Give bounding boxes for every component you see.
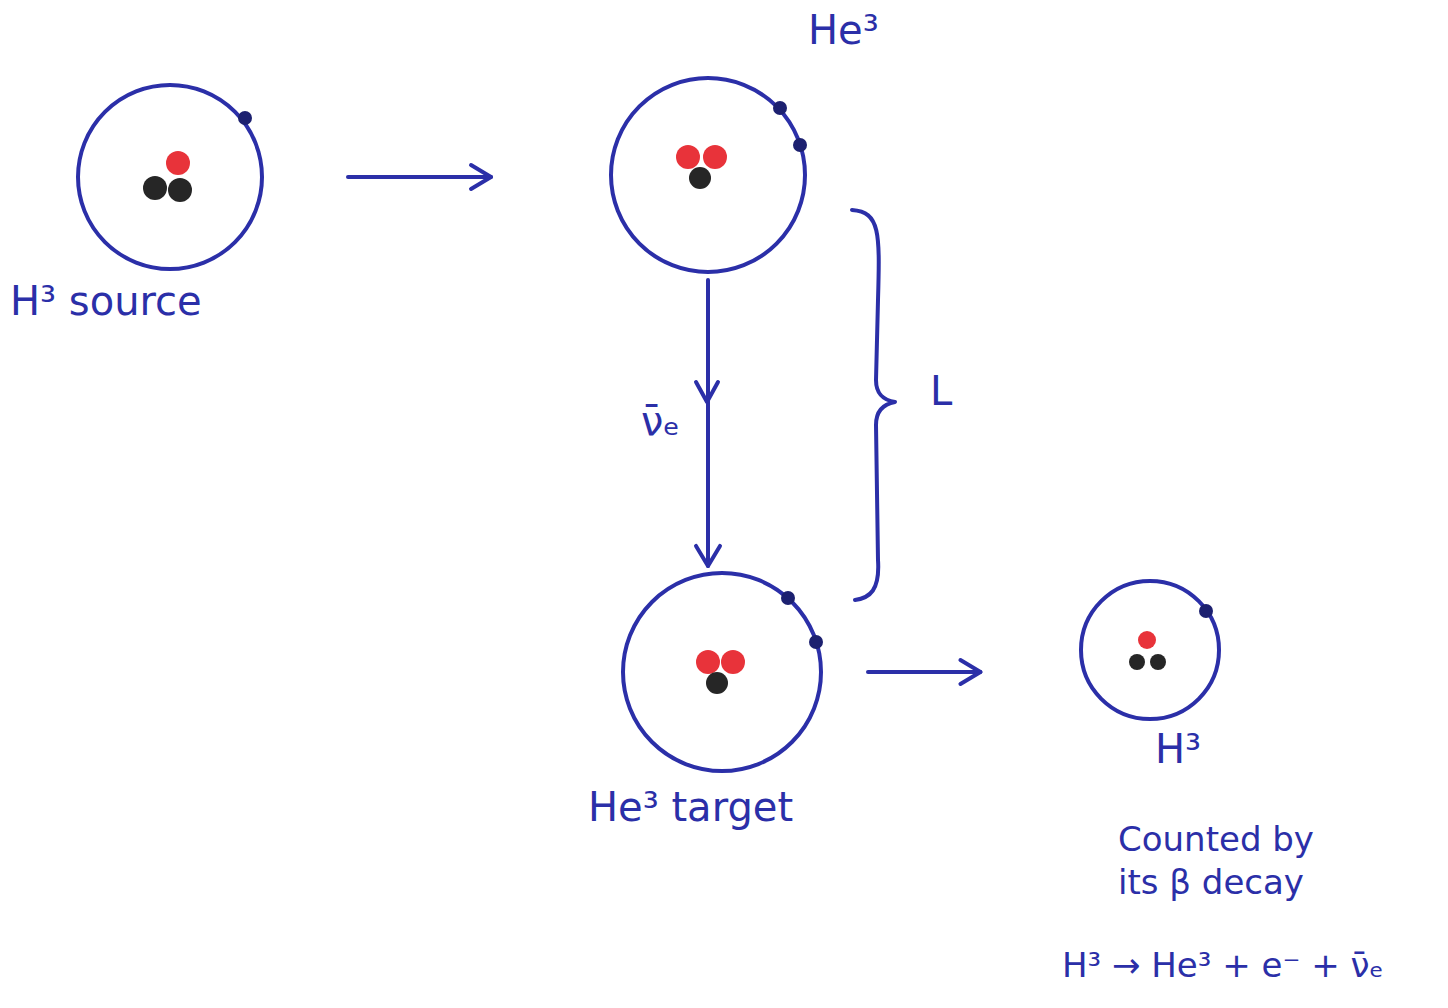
atom-label: He³ bbox=[808, 7, 879, 53]
electron-shell bbox=[1081, 581, 1219, 719]
arrowhead bbox=[471, 165, 491, 189]
atom-node: H³ bbox=[1078, 578, 1222, 722]
arrow-connector bbox=[868, 660, 980, 684]
atom-outline bbox=[1078, 578, 1222, 722]
nucleon-dot bbox=[676, 145, 700, 169]
electron-dot bbox=[793, 138, 807, 152]
electron-dot bbox=[1199, 604, 1213, 618]
nucleon-dot bbox=[166, 151, 190, 175]
nucleon-dot bbox=[703, 145, 727, 169]
nucleon-dot bbox=[1129, 654, 1145, 670]
atom-node: He³ target bbox=[620, 570, 824, 774]
atom-outline bbox=[620, 570, 824, 774]
electron-shell bbox=[78, 85, 262, 269]
atom-outline bbox=[75, 82, 265, 272]
nucleon-dot bbox=[143, 176, 167, 200]
atom-node: He³ bbox=[608, 75, 808, 275]
electron-shell bbox=[611, 78, 805, 272]
arrowhead bbox=[696, 546, 720, 566]
atom-outline bbox=[608, 75, 808, 275]
atom-label: H³ source bbox=[10, 278, 202, 324]
nucleon-dot bbox=[1138, 631, 1156, 649]
particle-label: ν̄ₑ bbox=[637, 399, 684, 443]
electron-dot bbox=[238, 111, 252, 125]
nucleon-dot bbox=[696, 650, 720, 674]
note-text: Counted by its β decay bbox=[1118, 818, 1350, 903]
electron-dot bbox=[781, 591, 795, 605]
connector-line bbox=[348, 175, 491, 179]
note-text: H³ → He³ + e⁻ + ν̄ₑ bbox=[1062, 944, 1384, 987]
length-bracket bbox=[852, 210, 895, 600]
electron-dot bbox=[809, 635, 823, 649]
atom-label: He³ target bbox=[588, 784, 793, 830]
connector-line bbox=[868, 670, 980, 674]
nucleon-dot bbox=[168, 178, 192, 202]
electron-dot bbox=[773, 101, 787, 115]
arrowhead bbox=[960, 660, 980, 684]
atom-label: H³ bbox=[1155, 726, 1201, 772]
nucleon-dot bbox=[1150, 654, 1166, 670]
nucleon-dot bbox=[689, 167, 711, 189]
nucleon-dot bbox=[721, 650, 745, 674]
electron-shell bbox=[623, 573, 821, 771]
arrow-connector bbox=[696, 280, 720, 566]
atom-node: H³ source bbox=[75, 82, 265, 272]
nucleon-dot bbox=[706, 672, 728, 694]
dimension-label: L bbox=[930, 366, 952, 416]
connector-line bbox=[706, 280, 710, 566]
arrow-connector bbox=[348, 165, 491, 189]
